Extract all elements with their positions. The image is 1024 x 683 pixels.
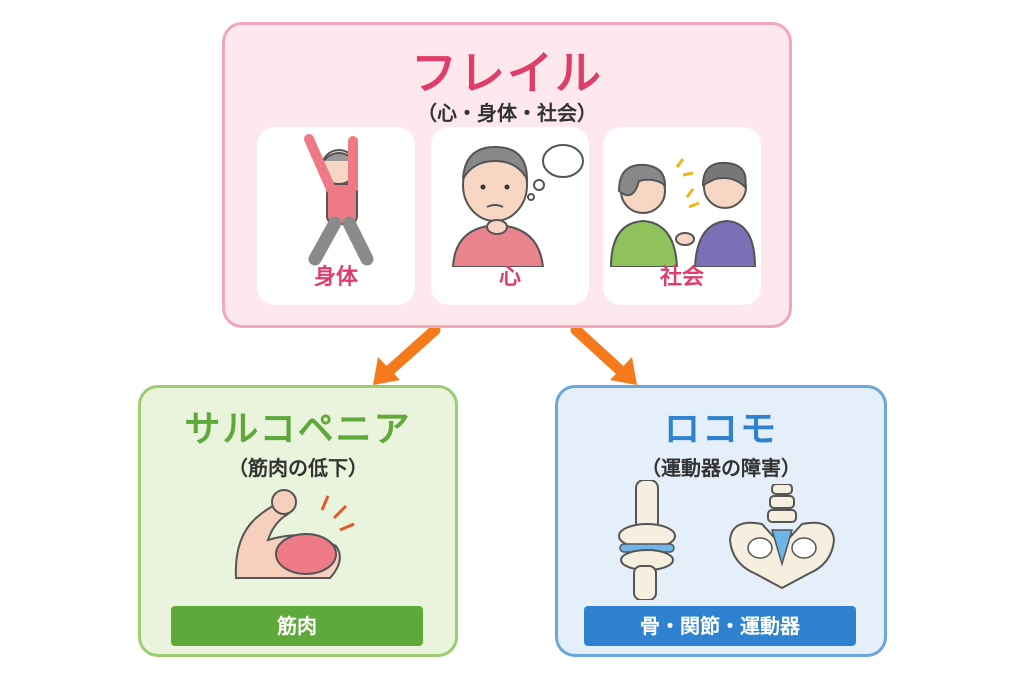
locomo-box: ロコモ （運動器の障害） 骨・関節・運動器 xyxy=(555,385,887,657)
arrow-to-sarcopenia xyxy=(373,324,441,385)
arrow-to-locomo xyxy=(570,324,637,385)
frailty-box: フレイル （心・身体・社会） 身体 xyxy=(222,22,792,328)
card-society: 社会 xyxy=(603,127,761,305)
sarcopenia-label-bar: 筋肉 xyxy=(171,606,423,646)
card-mind: 心 xyxy=(431,127,589,305)
locomo-label-bar: 骨・関節・運動器 xyxy=(584,606,856,646)
card-mind-label: 心 xyxy=(498,265,521,290)
card-body: 身体 xyxy=(257,127,415,305)
locomo-title: ロコモ xyxy=(663,409,778,450)
sarcopenia-title: サルコペニア xyxy=(184,409,412,450)
card-body-label: 身体 xyxy=(313,265,358,290)
frailty-title: フレイル xyxy=(411,46,603,100)
card-society-label: 社会 xyxy=(659,265,704,290)
sarcopenia-box: サルコペニア （筋肉の低下） 筋肉 xyxy=(138,385,458,657)
sarcopenia-subtitle: （筋肉の低下） xyxy=(228,456,368,480)
frailty-subtitle: （心・身体・社会） xyxy=(417,101,597,125)
locomo-subtitle: （運動器の障害） xyxy=(641,456,801,480)
